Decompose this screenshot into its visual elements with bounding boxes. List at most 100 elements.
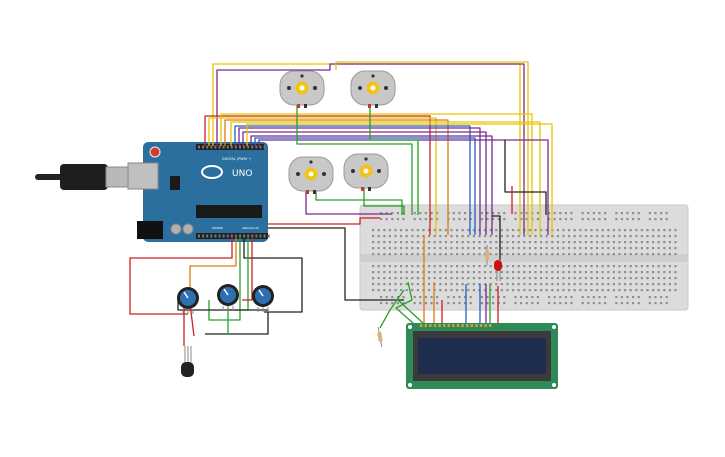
wire-10: [238, 127, 481, 235]
breadboard-hole: [372, 253, 375, 256]
rail-hole: [553, 218, 556, 221]
breadboard-hole: [635, 289, 638, 292]
analog-pins-label: ANALOG IN: [242, 226, 259, 230]
breadboard-hole: [500, 247, 503, 250]
breadboard-hole: [506, 289, 509, 292]
breadboard-hole: [394, 247, 397, 250]
breadboard-hole: [450, 229, 453, 232]
small-chip: [170, 176, 180, 190]
usb-plug-body: [60, 164, 108, 190]
breadboard-hole: [646, 277, 649, 280]
breadboard-hole: [534, 277, 537, 280]
breadboard-hole: [528, 235, 531, 238]
breadboard-hole: [568, 253, 571, 256]
breadboard-hole: [562, 277, 565, 280]
breadboard-hole: [528, 271, 531, 274]
breadboard-hole: [612, 241, 615, 244]
breadboard-hole: [545, 229, 548, 232]
breadboard-hole: [439, 271, 442, 274]
breadboard-hole: [573, 271, 576, 274]
analog-pin: [218, 234, 221, 238]
breadboard-hole: [556, 247, 559, 250]
rail-hole: [570, 212, 573, 215]
breadboard-hole: [668, 247, 671, 250]
rail-hole: [654, 296, 657, 299]
breadboard-hole: [556, 253, 559, 256]
breadboard-hole: [618, 229, 621, 232]
dc-motors: [279, 70, 396, 194]
breadboard-hole: [646, 235, 649, 238]
rail-hole: [620, 302, 623, 305]
rail-hole: [615, 212, 618, 215]
rail-hole: [564, 212, 567, 215]
breadboard-hole: [512, 253, 515, 256]
rail-hole: [380, 302, 383, 305]
rail-hole: [396, 296, 399, 299]
breadboard-hole: [573, 289, 576, 292]
rail-hole: [654, 302, 657, 305]
rail-hole: [492, 296, 495, 299]
reset-button: [149, 146, 161, 158]
rail-hole: [396, 302, 399, 305]
rail-hole: [648, 296, 651, 299]
breadboard-hole: [556, 229, 559, 232]
breadboard-hole: [523, 289, 526, 292]
breadboard-hole: [534, 283, 537, 286]
rail-hole: [587, 218, 590, 221]
breadboard-hole: [663, 229, 666, 232]
breadboard-hole: [556, 241, 559, 244]
rail-hole: [492, 218, 495, 221]
breadboard-hole: [416, 289, 419, 292]
arduino-logo-icon: [201, 165, 223, 179]
breadboard-hole: [461, 277, 464, 280]
rail-hole: [626, 302, 629, 305]
breadboard-hole: [461, 235, 464, 238]
breadboard-hole: [506, 283, 509, 286]
wire-4: [204, 115, 431, 235]
rail-hole: [620, 296, 623, 299]
breadboard-hole: [489, 271, 492, 274]
breadboard-hole: [590, 247, 593, 250]
capacitor-1: [170, 223, 182, 235]
lcd-pins: [420, 324, 492, 327]
analog-pin: [226, 234, 229, 238]
breadboard-hole: [500, 289, 503, 292]
rail-hole: [424, 212, 427, 215]
rail-hole: [553, 302, 556, 305]
breadboard-hole: [523, 265, 526, 268]
breadboard-hole: [372, 241, 375, 244]
rail-hole: [419, 296, 422, 299]
power-pins-label: POWER: [212, 226, 223, 230]
rail-hole: [430, 302, 433, 305]
breadboard-hole: [400, 247, 403, 250]
breadboard-hole: [657, 265, 660, 268]
breadboard-center-channel: [360, 254, 688, 262]
breadboard-hole: [612, 277, 615, 280]
wire-37: [379, 289, 405, 329]
breadboard-hole: [663, 271, 666, 274]
breadboard-hole: [439, 277, 442, 280]
breadboard-hole: [456, 253, 459, 256]
digital-pin: [263, 145, 266, 149]
breadboard: [359, 204, 689, 311]
breadboard-hole: [590, 229, 593, 232]
rail-hole: [486, 302, 489, 305]
breadboard-hole: [624, 241, 627, 244]
breadboard-hole: [416, 265, 419, 268]
breadboard-hole: [439, 235, 442, 238]
breadboard-hole: [400, 289, 403, 292]
breadboard-hole: [444, 289, 447, 292]
breadboard-hole: [512, 247, 515, 250]
breadboard-hole: [663, 265, 666, 268]
breadboard-hole: [545, 289, 548, 292]
rail-hole: [464, 218, 467, 221]
wire-20: [305, 186, 392, 215]
breadboard-hole: [456, 247, 459, 250]
breadboard-hole: [416, 253, 419, 256]
rail-hole: [469, 296, 472, 299]
breadboard-hole: [428, 229, 431, 232]
breadboard-hole: [411, 253, 414, 256]
rail-hole: [531, 296, 534, 299]
rail-hole: [665, 296, 668, 299]
wire-17: [369, 94, 419, 215]
